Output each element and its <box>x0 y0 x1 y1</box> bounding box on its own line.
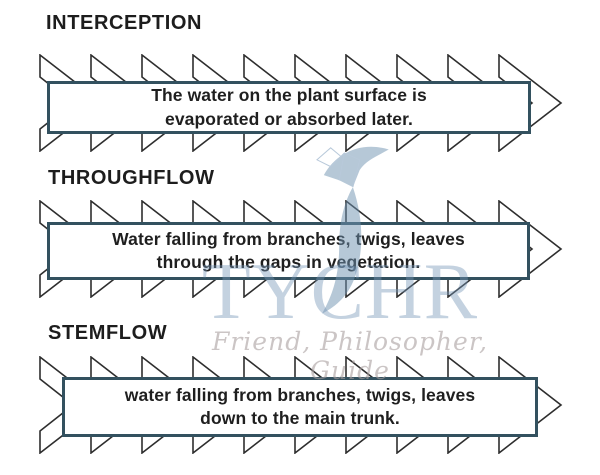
throughflow-definition-box: Water falling from branches, twigs, leav… <box>47 222 530 280</box>
section-heading-throughflow: THROUGHFLOW <box>48 167 215 189</box>
definition-line: water falling from branches, twigs, leav… <box>124 384 476 405</box>
interception-definition-box: The water on the plant surface is evapor… <box>47 81 531 134</box>
definition-line: evaporated or absorbed later. <box>165 108 413 129</box>
definition-line: The water on the plant surface is <box>151 85 427 106</box>
stemflow-definition-box: water falling from branches, twigs, leav… <box>62 377 538 437</box>
definition-line: Water falling from branches, twigs, leav… <box>112 228 465 249</box>
section-heading-stemflow: STEMFLOW <box>48 322 168 344</box>
section-heading-interception: INTERCEPTION <box>46 12 203 34</box>
definition-line: down to the main trunk. <box>200 408 400 428</box>
definition-line: through the gaps in vegetation. <box>156 252 421 272</box>
